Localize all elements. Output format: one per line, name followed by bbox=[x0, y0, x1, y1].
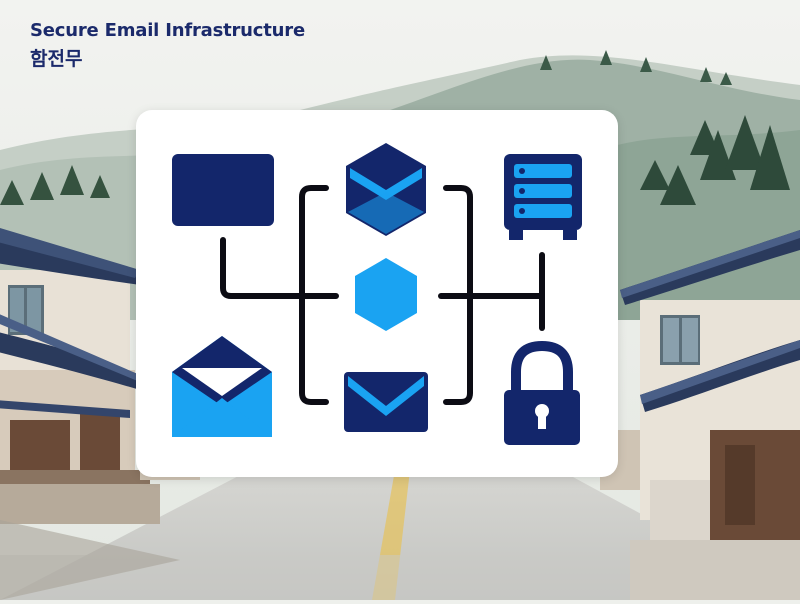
email-infrastructure-diagram bbox=[172, 143, 582, 445]
connector-left bbox=[220, 237, 339, 299]
connector-lines bbox=[220, 185, 545, 405]
hexagon-envelope-icon bbox=[346, 143, 426, 236]
title-block: Secure Email Infrastructure 함전무 bbox=[30, 20, 305, 71]
page-subtitle: 함전무 bbox=[30, 48, 83, 70]
connector-bracket-left bbox=[299, 185, 329, 405]
data-block-icon bbox=[172, 154, 274, 226]
open-envelope-icon bbox=[172, 336, 272, 437]
padlock-icon bbox=[504, 340, 580, 445]
closed-envelope-icon bbox=[344, 372, 428, 432]
server-rack-icon bbox=[504, 154, 582, 240]
diagram-card bbox=[136, 110, 618, 477]
page-title: Secure Email Infrastructure bbox=[30, 20, 305, 41]
hexagon-icon bbox=[355, 258, 417, 331]
